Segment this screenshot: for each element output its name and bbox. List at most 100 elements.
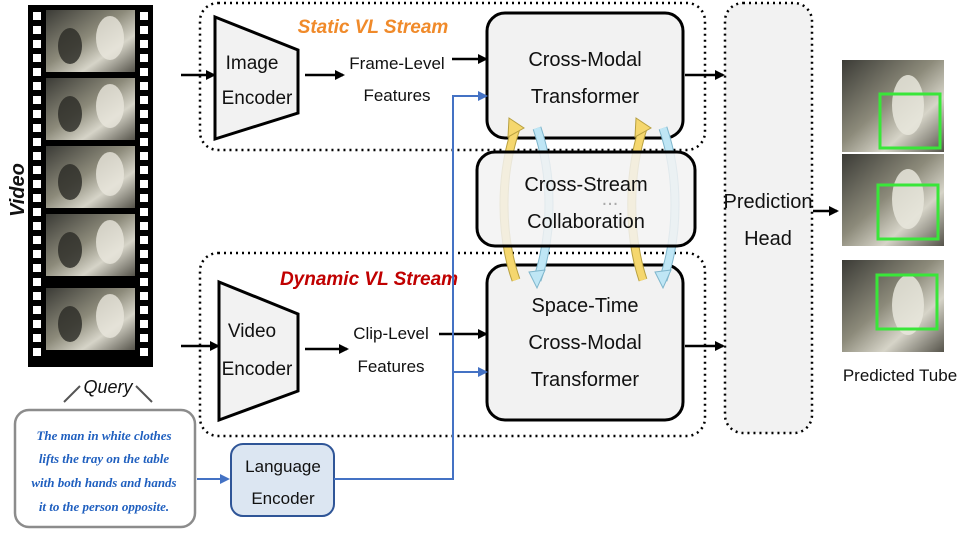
film-sprocket-hole [33,54,41,62]
query-text: The man in white clothes lifts the tray … [31,428,176,514]
space-time-transformer-label: Space-Time [531,295,638,317]
film-sprocket-hole [33,320,41,328]
film-sprocket-hole [33,222,41,230]
predicted-tube-figure [892,169,924,229]
film-sprocket-hole [33,194,41,202]
prediction-head-label: Head [744,228,792,250]
film-sprocket-hole [33,124,41,132]
film-sprocket-hole [33,152,41,160]
film-sprocket-hole [140,194,148,202]
video-label: Video [7,163,29,217]
film-sprocket-hole [140,68,148,76]
film-sprocket-hole [33,208,41,216]
frame-features-label: Frame-Level [349,54,444,73]
image-encoder-shape [213,14,300,142]
video-frame-figure [96,84,124,128]
query-line: lifts the tray on the table [39,451,170,466]
film-sprocket-hole [140,26,148,34]
clip-features-label: Clip-Level [353,324,429,343]
language-arrows [197,91,488,484]
film-sprockets [33,12,148,356]
film-sprocket-hole [33,12,41,20]
film-sprocket-hole [140,82,148,90]
film-sprocket-hole [33,278,41,286]
film-sprocket-hole [140,124,148,132]
film-sprocket-hole [33,82,41,90]
video-frame-figure [58,96,82,132]
film-sprocket-hole [140,236,148,244]
frame-features-label: Features [363,86,430,105]
film-sprocket-hole [140,40,148,48]
film-sprocket-hole [33,306,41,314]
dynamic-stream-title: Dynamic VL Stream [280,269,458,290]
film-sprocket-hole [33,264,41,272]
video-encoder-label: Encoder [222,359,293,380]
film-sprocket-hole [33,96,41,104]
cross-stream-collaboration-label: Cross-Stream [524,174,647,196]
film-sprocket-hole [140,208,148,216]
query-line: it to the person opposite. [39,499,169,514]
film-sprocket-hole [33,68,41,76]
prediction-head-label: Prediction [724,191,813,213]
query-bracket [63,385,153,403]
film-sprocket-hole [33,180,41,188]
video-frame-figure [96,220,124,264]
film-sprocket-hole [140,292,148,300]
cross-stream-collaboration-box [475,150,697,248]
film-sprocket-hole [140,320,148,328]
film-sprocket-hole [140,348,148,356]
film-sprocket-hole [140,264,148,272]
query-line: The man in white clothes [36,428,171,443]
query-line: with both hands and hands [31,475,176,490]
film-sprocket-hole [140,166,148,174]
static-stream-title: Static VL Stream [298,17,449,38]
video-film-strip [28,5,153,367]
image-encoder-label: Encoder [222,88,293,109]
query-label: Query [83,377,133,397]
film-sprocket-hole [140,12,148,20]
space-time-transformer-label: Transformer [531,369,640,391]
film-sprocket-hole [140,54,148,62]
data-flow-arrows [181,54,839,354]
video-frame-figure [58,232,82,268]
predicted-bounding-box [875,273,939,331]
video-frame-figure [96,294,124,338]
video-encoder-shape [217,279,300,423]
image-encoder-label: Image [226,53,279,74]
film-sprocket-hole [140,96,148,104]
film-sprocket-hole [33,138,41,146]
cross-modal-transformer-label: Transformer [531,86,640,108]
film-sprocket-hole [33,40,41,48]
film-sprocket-hole [140,334,148,342]
cross-modal-transformer-label: Cross-Modal [528,49,641,71]
query-box [13,408,197,529]
film-sprocket-hole [140,110,148,118]
language-encoder-label: Language [245,457,321,476]
prediction-head-container [723,1,814,435]
film-sprocket-hole [33,334,41,342]
predicted-tube [842,60,944,352]
video-frame-figure [96,16,124,60]
video-frame-figure [58,164,82,200]
video-frame-figure [58,28,82,64]
collaboration-dots: ... [602,188,619,210]
predicted-bounding-box [876,183,940,241]
video-encoder-label: Video [228,321,276,342]
predicted-tube-figure [892,75,924,135]
video-frame-figure [96,152,124,196]
film-sprocket-hole [33,250,41,258]
film-sprocket-hole [140,278,148,286]
film-sprocket-hole [140,180,148,188]
film-sprocket-hole [33,26,41,34]
film-sprocket-hole [140,222,148,230]
predicted-tube-figure [892,275,924,335]
video-frames [46,10,135,350]
film-sprocket-hole [140,152,148,160]
film-sprocket-hole [33,236,41,244]
film-sprocket-hole [140,306,148,314]
video-frame-figure [58,306,82,342]
film-sprocket-hole [33,348,41,356]
clip-features-label: Features [357,357,424,376]
